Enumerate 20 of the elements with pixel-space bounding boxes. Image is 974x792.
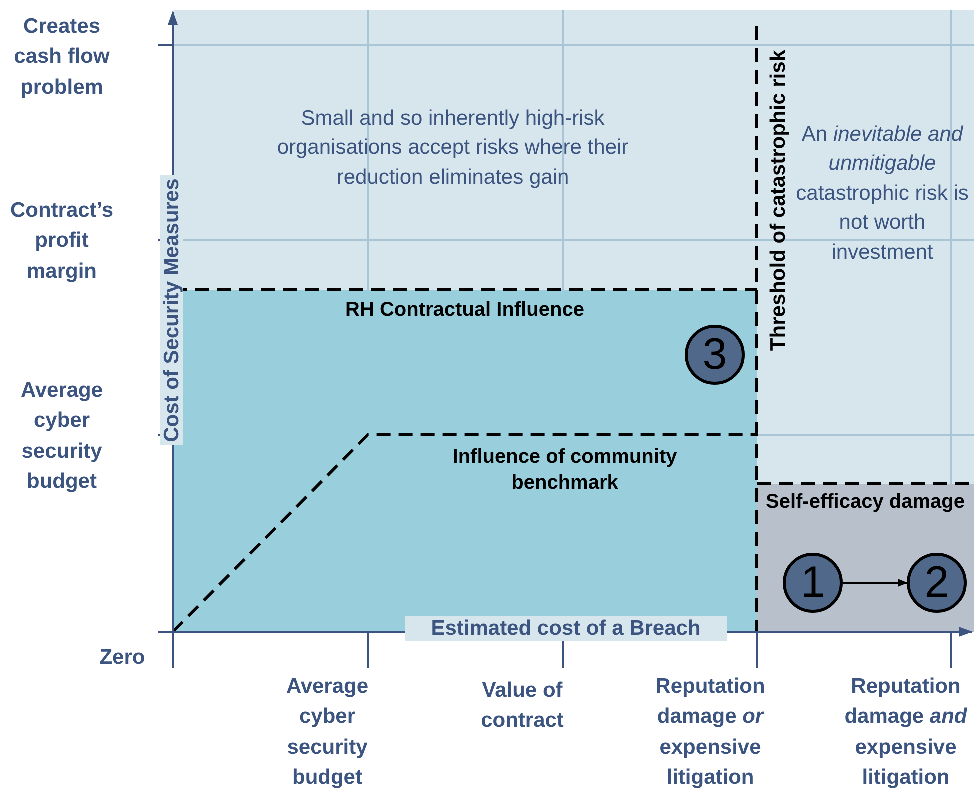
- region-label: Influence of community benchmark: [452, 445, 678, 496]
- line-label: Threshold of catastrophic risk: [766, 50, 790, 351]
- annotation-text: Small and so inherently high-risk organisations accept risks where their reduction eliminates gain: [276, 106, 630, 191]
- axis-title: Cost of Security Measures: [160, 175, 184, 445]
- arrow: [843, 579, 908, 587]
- numbered-circle: 2: [907, 553, 967, 613]
- axis-tick-label: Average cyber security budget: [285, 674, 370, 792]
- axis-tick-label: Reputation damage and expensive litigation: [844, 674, 968, 792]
- axis-tick-label: Value of contract: [480, 678, 565, 734]
- shaded-region: [757, 484, 974, 632]
- axis-tick-label: Creates cash flow problem: [13, 14, 111, 101]
- axis-tick-label: Average cyber security budget: [20, 378, 104, 496]
- axis-tick-label: Reputation damage or expensive litigation: [654, 674, 766, 792]
- numbered-circle: 1: [783, 553, 843, 613]
- axis-title: Estimated cost of a Breach: [405, 616, 727, 642]
- annotation-text: An inevitable and unmitigable catastrophic risk is not worth investment: [795, 122, 970, 266]
- region-title: Self-efficacy damage: [765, 490, 966, 514]
- axis-tick-label: Contract’s profit margin: [9, 198, 115, 285]
- numbered-circle: 3: [685, 325, 745, 385]
- axis-tick-label: Zero: [98, 645, 146, 671]
